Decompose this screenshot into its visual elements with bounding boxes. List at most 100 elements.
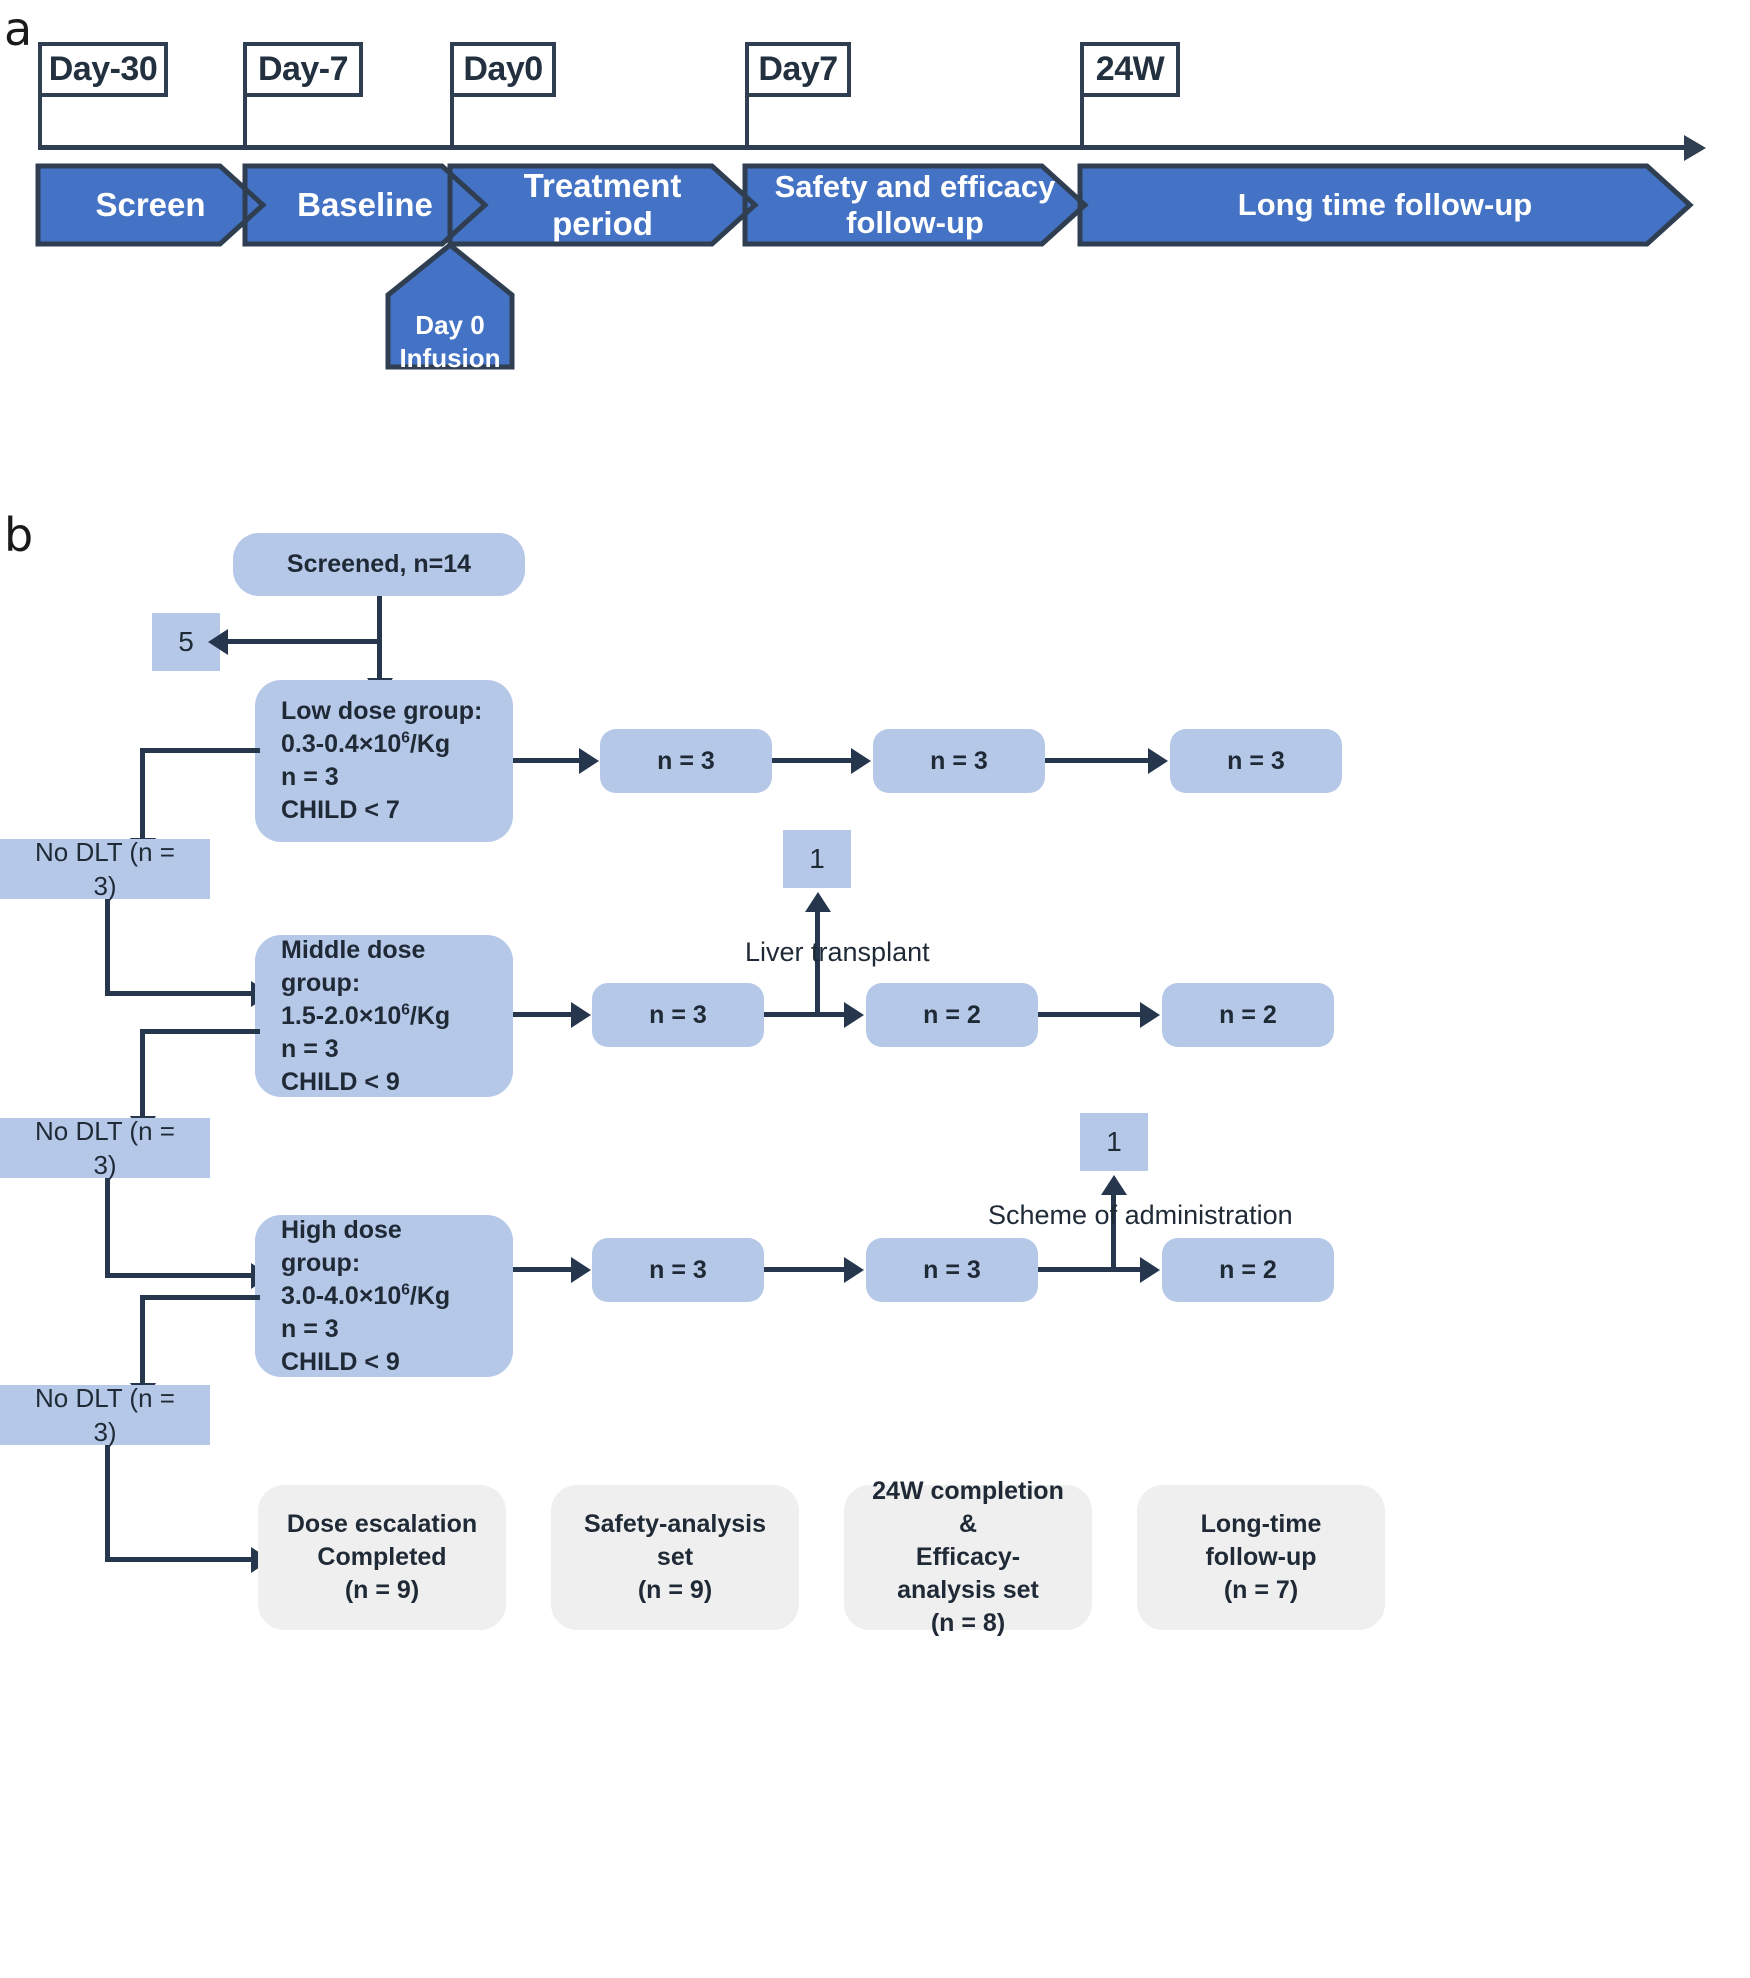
node-no-dlt-1: No DLT (n = 3) (0, 837, 210, 901)
connector-high-dropout-stem (1111, 1194, 1116, 1268)
milestone-flag-day0: Day0 (450, 42, 556, 97)
phase-label: Baseline (297, 186, 433, 224)
phase-label: Safety and efficacy follow-up (774, 169, 1056, 240)
node-middle-followup-1: n = 3 (592, 983, 764, 1047)
panel-a-study-timeline: a Day-30 Day-7 Day0 Day7 24W Screen Base… (0, 0, 1750, 500)
arrowhead-mid-1 (571, 1002, 591, 1028)
milestone-label: Day0 (463, 50, 543, 88)
connector-middle-dropout-stem (815, 912, 820, 1012)
middle-dose-title: Middle dose group: (281, 935, 426, 997)
connector-high-2 (764, 1267, 844, 1272)
connector-high-to-dlt-h (140, 1295, 260, 1300)
node-no-dlt-3: No DLT (n = 3) (0, 1383, 210, 1447)
node-middle-followup-2: n = 2 (866, 983, 1038, 1047)
annotation-liver-transplant: Liver transplant (745, 937, 930, 967)
milestone-label: Day-7 (257, 50, 349, 88)
annotation-scheme-of-administration: Scheme of administration (988, 1200, 1293, 1230)
low-dose-child: CHILD < 7 (281, 796, 400, 824)
connector-dlt2-to-high (105, 1273, 253, 1278)
milestone-label: Day7 (758, 50, 838, 88)
connector-dlt3-down (105, 1445, 110, 1562)
connector-low-2 (772, 758, 853, 763)
arrowhead-middle-dropout (805, 892, 831, 912)
connector-mid-1 (513, 1012, 573, 1017)
summary-line1: 24W completion & (872, 1477, 1064, 1538)
high-dose-title: High dose group: (281, 1215, 402, 1277)
arrowhead-high-1 (571, 1257, 591, 1283)
connector-mid-2 (764, 1012, 844, 1017)
connector-low-to-dlt-v (140, 748, 145, 846)
connector-high-1 (513, 1267, 573, 1272)
milestone-flag-day-7: Day-7 (243, 42, 363, 97)
milestone-label: Day-30 (48, 50, 158, 88)
middle-dose-amount: 1.5-2.0×106/Kg (281, 1001, 451, 1030)
connector-low-to-dlt-h (140, 748, 260, 753)
timeline-axis (38, 145, 1686, 150)
connector-low-1 (513, 758, 581, 763)
middle-dose-child: CHILD < 9 (281, 1067, 400, 1096)
infusion-line1: Day 0 (415, 310, 485, 340)
node-middle-followup-3: n = 2 (1162, 983, 1334, 1047)
connector-to-excluded (228, 639, 380, 644)
arrowhead-low-2 (851, 748, 871, 774)
low-dose-n: n = 3 (281, 763, 339, 791)
phase-label: Long time follow-up (1237, 187, 1533, 223)
node-high-followup-2: n = 3 (866, 1238, 1038, 1302)
arrowhead-mid-2 (844, 1002, 864, 1028)
screened-label: Screened, n=14 (286, 550, 472, 578)
connector-mid-to-dlt-v (140, 1029, 145, 1124)
timeline-axis-arrowhead (1684, 135, 1706, 161)
connector-dlt3-to-summary (105, 1557, 253, 1562)
node-high-dose-group: High dose group: 3.0-4.0×106/Kg n = 3 CH… (255, 1215, 513, 1377)
node-high-followup-1: n = 3 (592, 1238, 764, 1302)
arrowhead-high-3 (1140, 1257, 1160, 1283)
connector-low-3 (1045, 758, 1150, 763)
connector-dlt2-down (105, 1178, 110, 1278)
connector-dlt1-to-middle (105, 991, 253, 996)
connector-high-to-dlt-v (140, 1295, 145, 1391)
excluded-count: 5 (178, 625, 194, 657)
flagpole-day-30 (38, 95, 42, 150)
node-low-followup-3: n = 3 (1170, 729, 1342, 793)
summary-line3: (n = 8) (930, 1609, 1006, 1637)
node-low-followup-2: n = 3 (873, 729, 1045, 793)
arrowhead-high-dropout (1101, 1175, 1127, 1195)
summary-line1: Dose escalation (286, 1510, 478, 1538)
node-summary-24w-efficacy: 24W completion & Efficacy-analysis set (… (844, 1477, 1092, 1637)
panel-b-letter: b (4, 508, 34, 562)
high-dose-amount: 3.0-4.0×106/Kg (281, 1281, 451, 1310)
node-no-dlt-2: No DLT (n = 3) (0, 1116, 210, 1180)
milestone-flag-day7: Day7 (745, 42, 851, 97)
low-dose-amount: 0.3-0.4×106/Kg (281, 729, 451, 758)
node-low-followup-1: n = 3 (600, 729, 772, 793)
node-high-followup-3: n = 2 (1162, 1238, 1334, 1302)
summary-line2: (n = 9) (637, 1576, 713, 1604)
summary-line1: Safety-analysis set (583, 1510, 767, 1571)
flagpole-day-7 (243, 95, 247, 150)
connector-mid-3 (1038, 1012, 1142, 1017)
phase-label: Screen (95, 186, 206, 224)
milestone-flag-24w: 24W (1080, 42, 1180, 97)
summary-line2: Completed (317, 1543, 447, 1571)
infusion-line2: Infusion (399, 342, 501, 373)
connector-screened-to-low (377, 596, 382, 680)
connector-mid-to-dlt-h (140, 1029, 260, 1034)
node-screened: Screened, n=14 (233, 533, 525, 596)
summary-line2: (n = 7) (1223, 1576, 1299, 1604)
phase-label: Treatment period (523, 167, 682, 242)
day0-infusion-marker: Day 0 Infusion (388, 245, 512, 373)
middle-dose-n: n = 3 (281, 1034, 339, 1063)
arrowhead-low-1 (579, 748, 599, 774)
summary-line3: (n = 9) (344, 1576, 420, 1604)
node-middle-dropout-count: 1 (783, 830, 851, 888)
connector-dlt1-down (105, 899, 110, 996)
arrowhead-to-excluded (208, 629, 228, 655)
node-low-dose-group: Low dose group: 0.3-0.4×106/Kg n = 3 CHI… (255, 680, 513, 842)
arrowhead-mid-3 (1140, 1002, 1160, 1028)
arrowhead-low-3 (1148, 748, 1168, 774)
node-summary-dose-escalation: Dose escalation Completed (n = 9) (258, 1485, 506, 1630)
flagpole-24w (1080, 95, 1084, 150)
panel-b-consort-flowchart: b Screened, n=14 5 Low dose group: 0.3-0… (0, 500, 1750, 1978)
low-dose-title: Low dose group: (281, 697, 483, 725)
flagpole-day7 (745, 95, 749, 150)
